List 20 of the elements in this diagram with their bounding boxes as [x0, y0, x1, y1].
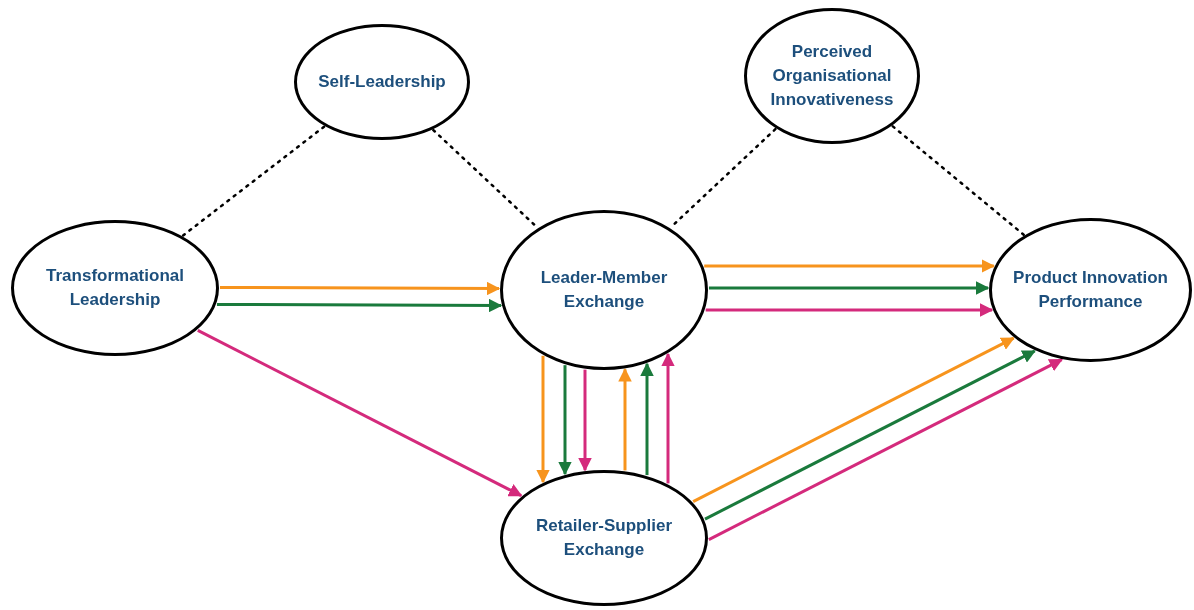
arrow	[661, 352, 675, 484]
dotted-line	[891, 125, 1025, 236]
arrow	[536, 355, 550, 484]
arrow	[640, 362, 654, 476]
arrow	[618, 368, 632, 471]
arrow	[704, 259, 996, 273]
arrow	[216, 298, 503, 313]
node-label: Retailer-Supplier Exchange	[534, 515, 673, 561]
arrow	[220, 281, 501, 296]
node-label: Perceived Organisational Innovativeness	[769, 41, 895, 111]
node-label: Leader-Member Exchange	[539, 267, 669, 313]
arrow	[708, 281, 990, 295]
arrow	[704, 349, 1036, 521]
arrow	[705, 303, 994, 317]
dotted-line	[181, 125, 326, 237]
arrow	[578, 369, 592, 472]
arrow	[197, 329, 523, 497]
node-label: Self-Leadership	[318, 71, 446, 93]
node-label: Product Innovation Performance	[1012, 267, 1169, 313]
node-label: Transformational Leadership	[45, 265, 185, 311]
